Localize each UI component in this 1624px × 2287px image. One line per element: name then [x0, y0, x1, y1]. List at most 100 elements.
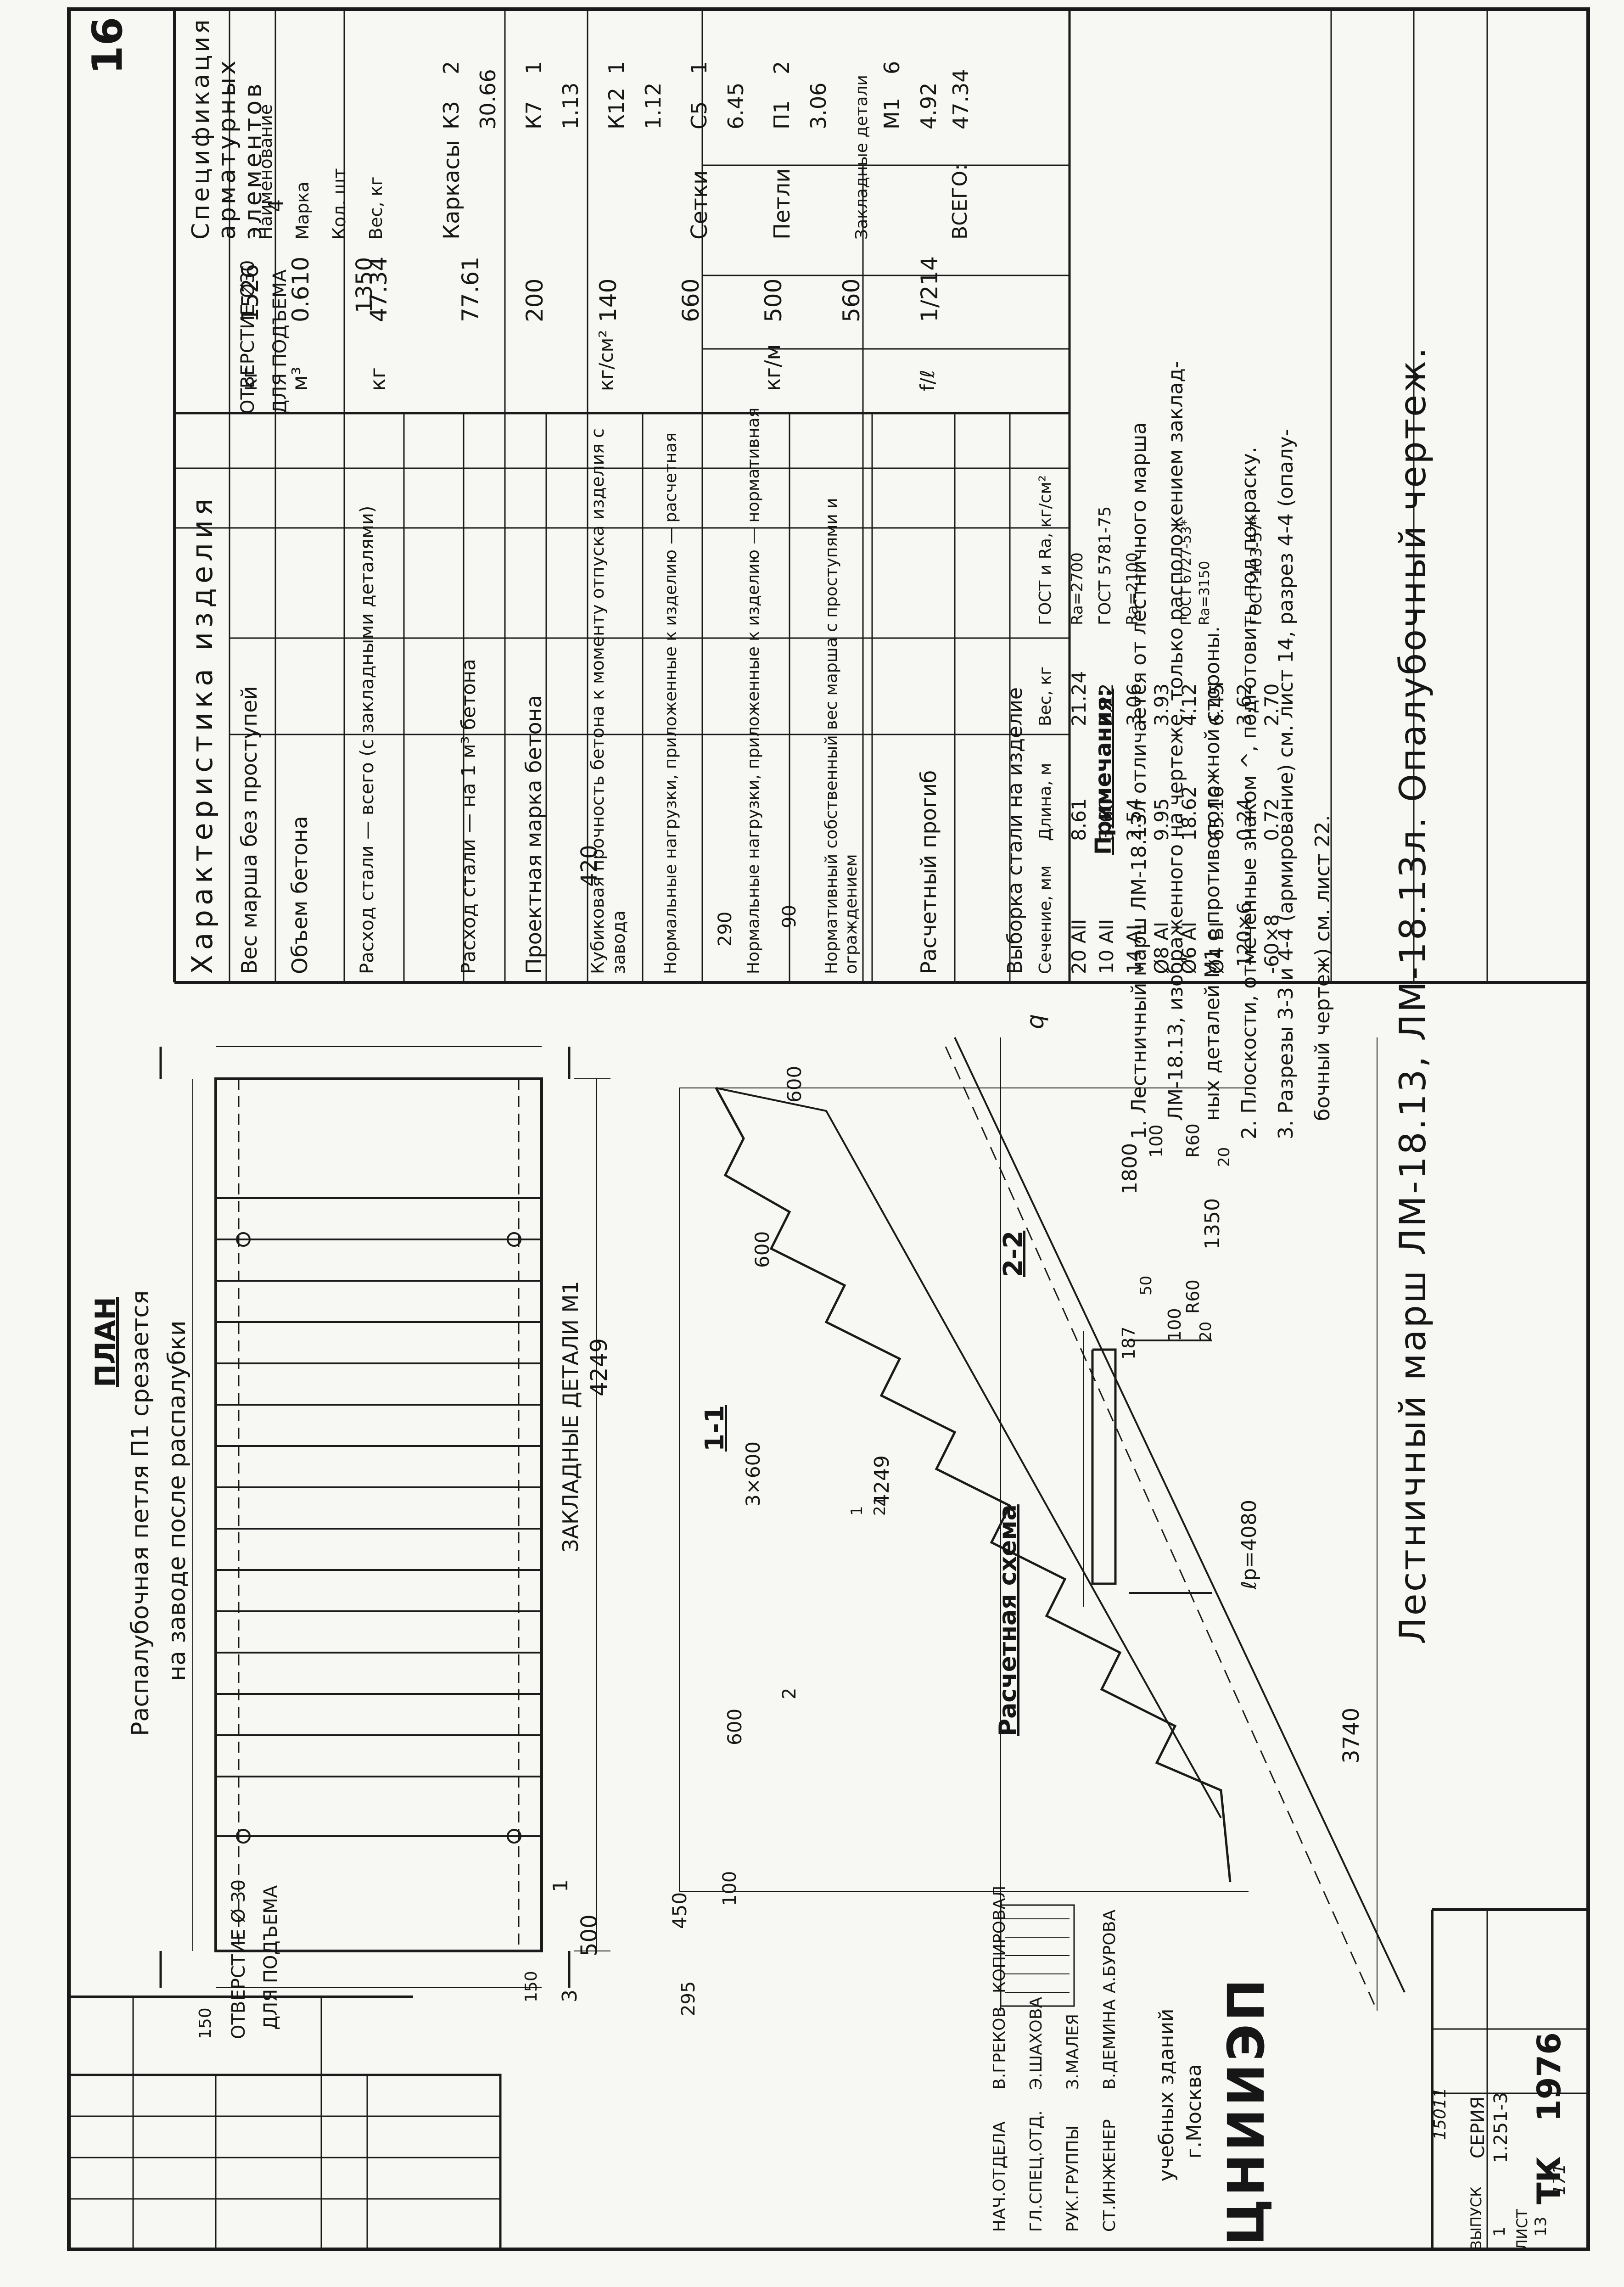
- specification-title: Спецификация арматурных элементов: [187, 17, 268, 240]
- spec-row-3-name: Сетки: [687, 170, 712, 240]
- char-row-2-unit: кг: [365, 367, 390, 391]
- plan-note-line2: на заводе после распалубки: [163, 1320, 191, 1681]
- plan-mark-1: 1: [549, 1879, 572, 1892]
- stamp-row-3-name: В.ДЕМИНА: [1100, 1999, 1119, 2090]
- plan-dim-150a: 150: [196, 2007, 215, 2039]
- steel-header-gost: ГОСТ и Ra, кг/см²: [1036, 475, 1055, 625]
- char-row-7-label: Нормальные нагрузки, приложенные к издел…: [744, 407, 763, 974]
- section-1-1-dim-100: 100: [719, 1871, 740, 1906]
- calc-scheme-lp: ℓр=4080: [1238, 1500, 1261, 1589]
- char-row-3-label: Расход стали — на 1 м³ бетона: [457, 659, 480, 974]
- char-row-3-value: 77.61: [457, 256, 484, 322]
- note-line-5: бочный чертеж) см. лист 22.: [1311, 815, 1334, 1121]
- stamp-row-3-role: СТ.ИНЖЕНЕР: [1100, 2119, 1119, 2232]
- spec-total-label: ВСЕГО:: [948, 164, 972, 240]
- steel-row-1-section: 10 AII: [1095, 919, 1118, 974]
- section-1-1-dim-290: 290: [715, 911, 736, 947]
- char-row-6-value: 660: [678, 278, 704, 322]
- plan-dim-150b: 150: [522, 1971, 541, 2002]
- plan-mark-3: 3: [558, 1990, 582, 2002]
- steel-header-length: Длина, м: [1036, 762, 1055, 841]
- stamp-copied-label: КОПИРОВАЛ: [990, 1885, 1009, 1993]
- spec-row-3-weight: 6.45: [723, 82, 748, 129]
- section-1-1-dim-90: 90: [779, 905, 800, 928]
- spec-row-4-mark: П1: [769, 100, 794, 129]
- char-row-1-value: 0.610: [287, 256, 314, 322]
- handwritten-1: 15011: [1431, 2087, 1450, 2140]
- spec-header-qty: Кол. шт: [329, 168, 349, 240]
- handwritten-2: 171: [1550, 2164, 1569, 2195]
- section-1-1-dim-600a: 600: [723, 1708, 746, 1745]
- char-row-8-value: 560: [838, 278, 865, 322]
- stamp-copied-name: А.БУРОВА: [1100, 1909, 1119, 1993]
- section-2-2-r60b: R60: [1183, 1123, 1203, 1158]
- plan-dim-width: 1350: [352, 257, 377, 313]
- steel-header-weight: Вес, кг: [1036, 666, 1055, 726]
- section-2-2-dim-187: 187: [1119, 1326, 1139, 1360]
- main-title: Лестничный марш ЛМ-18.13, ЛМ-18.13л. Опа…: [1393, 345, 1434, 1644]
- section-2-2-r60a: R60: [1183, 1279, 1203, 1314]
- steel-title: Выборка стали на изделие: [1003, 687, 1027, 974]
- char-row-6-label: Нормальные нагрузки, приложенные к издел…: [661, 432, 680, 974]
- char-row-1-unit: м³: [287, 366, 312, 391]
- steel-ra-3: Ra=3150: [1197, 561, 1213, 625]
- spec-row-3-qty: 1: [687, 61, 711, 74]
- series-label: СЕРИЯ: [1467, 2096, 1489, 2158]
- char-row-2-label: Расход стали — всего (с закладными детал…: [357, 505, 378, 974]
- char-row-4-label: Проектная марка бетона: [521, 695, 546, 974]
- spec-row-0-weight: 30.66: [476, 69, 500, 129]
- steel-row-0-weight: 21.24: [1068, 671, 1090, 726]
- steel-row-0-length: 8.61: [1068, 798, 1090, 841]
- sheet-frame: [67, 7, 1590, 2251]
- spec-total-value: 47.34: [948, 69, 973, 129]
- spec-row-5-weight: 4.92: [916, 82, 941, 129]
- plan-title: ПЛАН: [90, 1297, 122, 1387]
- char-row-5-label: Кубиковая прочность бетона к моменту отп…: [588, 428, 629, 974]
- spec-row-5-name: Закладные детали: [852, 75, 871, 240]
- spec-row-0-qty: 2: [439, 61, 464, 74]
- calc-scheme-span: 3740: [1338, 1707, 1364, 1764]
- char-row-5-value: 140: [595, 278, 622, 322]
- notes-title: Примечания:: [1091, 688, 1116, 855]
- plan-note-line1: Распалубочная петля П1 срезается: [127, 1290, 154, 1736]
- spec-row-4-qty: 2: [769, 61, 794, 74]
- section-2-2-dim-1350: 1350: [1201, 1198, 1224, 1250]
- spec-row-5-mark: М1: [879, 98, 904, 129]
- characteristics-title: Характеристика изделия: [185, 493, 219, 974]
- issue-label: ВЫПУСК: [1467, 2186, 1485, 2250]
- steel-header-section: Сечение, мм: [1036, 865, 1055, 974]
- spec-row-2-mark: К12: [604, 87, 629, 129]
- char-row-5-unit: кг/см²: [595, 330, 617, 391]
- section-2-2-dim-20a: 20: [1197, 1321, 1215, 1341]
- stamp-row-2-role: РУК.ГРУППЫ: [1064, 2125, 1082, 2232]
- page-label: ЛИСТ: [1513, 2209, 1531, 2250]
- plan-hole-bottom: ОТВЕРСТИЕ Ø 30: [228, 1879, 249, 2039]
- note-line-2: ных деталей М1 с противоположной стороны…: [1201, 626, 1224, 1121]
- section-2-2-dim-100b: 100: [1146, 1124, 1166, 1158]
- plan-dim-420: 420: [577, 845, 602, 887]
- spec-row-0-mark: К3: [439, 101, 464, 129]
- stamp-row-1-name: Э.ШАХОВА: [1027, 1996, 1046, 2090]
- institute-line1: учебных зданий: [1155, 2008, 1178, 2181]
- note-line-3: 2. Плоскости, отмеченные знаком ^, подго…: [1238, 447, 1261, 1139]
- institute-name: ЦНИИЭП: [1217, 1976, 1276, 2246]
- stamp-row-0-name: В.ГРЕКОВ: [990, 2006, 1009, 2090]
- spec-row-2-qty: 1: [604, 61, 629, 74]
- spec-header-weight: Вес, кг: [366, 176, 386, 240]
- section-1-1-title: 1-1: [700, 1405, 730, 1452]
- char-row-4-value: 200: [521, 278, 548, 322]
- plan-dim-295: 295: [678, 1981, 699, 2016]
- section-1-1-dim-3x600: 3×600: [742, 1441, 764, 1507]
- stamp-row-2-name: З.МАЛЕЯ: [1064, 2013, 1082, 2090]
- spec-row-2-weight: 1.12: [641, 82, 666, 129]
- plan-outline: [214, 1077, 543, 1952]
- section-1-1-profile: [715, 1087, 1232, 1883]
- section-2-2-dim-20b: 20: [1215, 1147, 1233, 1167]
- calc-scheme-title: Расчетная схема: [994, 1504, 1022, 1736]
- stamp-row-1-role: ГЛ.СПЕЦ.ОТД.: [1027, 2110, 1046, 2232]
- plan-hole-top: ОТВЕРСТИЕ Ø30: [237, 260, 258, 414]
- issue-value: 1: [1490, 2226, 1509, 2237]
- section-1-1-mark-2: 2: [779, 1687, 800, 1699]
